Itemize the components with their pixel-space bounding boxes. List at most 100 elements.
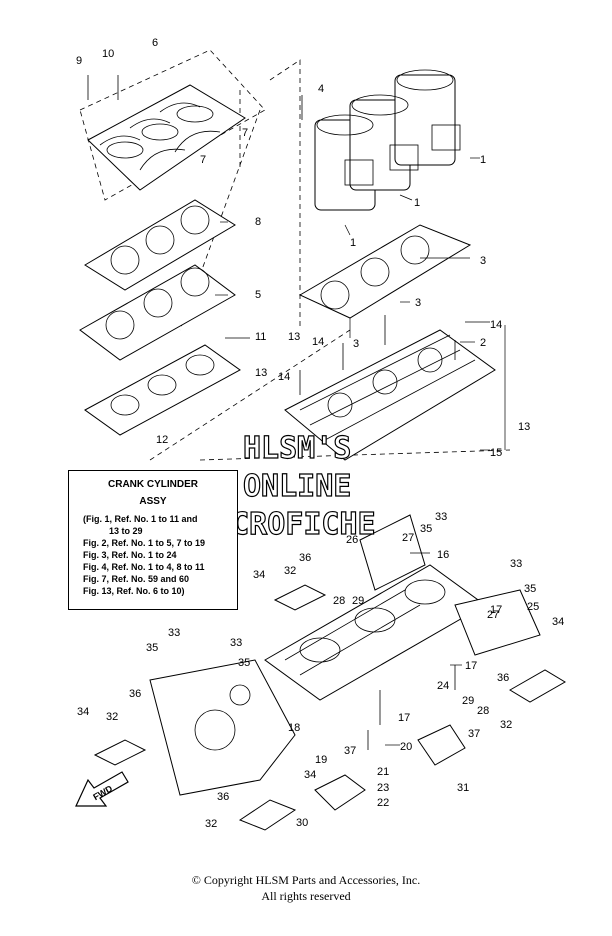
callout-label: 36 [299, 552, 311, 564]
callout-label: 32 [284, 565, 296, 577]
upper-crankcase [284, 329, 496, 461]
base-gasket [84, 344, 241, 436]
note-line: Fig. 7, Ref. No. 59 and 60 [83, 574, 190, 584]
callout-label: 36 [129, 688, 141, 700]
callout-label: 37 [468, 728, 480, 740]
callout-label: 20 [400, 741, 412, 753]
callout-label: 35 [146, 642, 158, 654]
callout-label: 33 [230, 637, 242, 649]
callout-label: 18 [288, 722, 300, 734]
exploded-parts-diagram: 1 1 1 2 3 3 3 4 5 6 7 7 8 9 10 11 12 13 … [76, 37, 566, 831]
note-line: 13 to 29 [109, 526, 143, 536]
callout-label: 14 [312, 336, 324, 348]
callout-label: 8 [255, 216, 261, 228]
main-assembly-outline [149, 329, 511, 461]
note-line: Fig. 2, Ref. No. 1 to 5, 7 to 19 [83, 538, 206, 548]
intake-manifold [359, 514, 426, 591]
callout-label: 35 [524, 583, 536, 595]
callout-label: 3 [415, 297, 421, 309]
callout-label: 17 [490, 604, 502, 616]
watermark-line-1: HLSM'S [243, 431, 351, 466]
cylinders [314, 69, 461, 211]
bolts [87, 75, 456, 750]
copyright-line-1: © Copyright HLSM Parts and Accessories, … [191, 873, 421, 887]
callout-label: 13 [518, 421, 530, 433]
cylinder-gaskets [298, 224, 472, 319]
callout-label: 34 [552, 616, 564, 628]
callout-label: 33 [435, 511, 447, 523]
engine-mounts [93, 584, 566, 831]
callout-label: 31 [457, 782, 469, 794]
callout-label: 1 [480, 154, 486, 166]
callout-label: 1 [414, 197, 420, 209]
crankcase-group-outline [269, 59, 506, 450]
callout-label: 28 [333, 595, 345, 607]
callout-label: 16 [437, 549, 449, 561]
leader-lines [215, 157, 490, 746]
callout-label: 1 [350, 237, 356, 249]
callout-label: 15 [490, 447, 502, 459]
callout-label: 27 [487, 609, 499, 621]
head-gasket-cover [84, 199, 236, 291]
cylinder-head-lower [79, 264, 236, 361]
assembly-note-box: CRANK CYLINDER ASSY (Fig. 1, Ref. No. 1 … [68, 470, 238, 610]
callout-label: 36 [217, 791, 229, 803]
damper-blocks [314, 724, 466, 811]
callout-label: 36 [497, 672, 509, 684]
callout-labels: 1 1 1 2 3 3 3 4 5 6 7 7 8 9 10 11 12 13 … [76, 37, 564, 830]
forward-arrow-icon: FWD [75, 771, 129, 807]
callout-label: 25 [527, 601, 539, 613]
callout-label: 27 [402, 532, 414, 544]
callout-label: 33 [168, 627, 180, 639]
side-bracket [454, 589, 541, 656]
callout-label: 30 [296, 817, 308, 829]
callout-label: 10 [102, 48, 114, 60]
callout-label: 35 [420, 523, 432, 535]
copyright-line-2: All rights reserved [261, 889, 351, 903]
callout-label: 13 [255, 367, 267, 379]
watermark-line-2: ONLINE [243, 469, 351, 504]
callout-label: 32 [106, 711, 118, 723]
callout-label: 6 [152, 37, 158, 49]
callout-label: 33 [510, 558, 522, 570]
note-subtitle: ASSY [139, 496, 167, 507]
callout-label: 29 [352, 595, 364, 607]
note-title: CRANK CYLINDER [108, 479, 198, 490]
callout-label: 17 [465, 660, 477, 672]
copyright-footer: © Copyright HLSM Parts and Accessories, … [0, 872, 612, 904]
note-line: Fig. 3, Ref. No. 1 to 24 [83, 550, 177, 560]
callout-label: 21 [377, 766, 389, 778]
callout-label: 7 [242, 127, 248, 139]
callout-label: 2 [480, 337, 486, 349]
callout-label: 32 [500, 719, 512, 731]
cylinder-head [87, 84, 246, 191]
callout-label: 13 [288, 331, 300, 343]
callout-label: 11 [255, 331, 266, 343]
note-line: Fig. 13, Ref. No. 6 to 10) [83, 586, 185, 596]
callout-label: 37 [344, 745, 356, 757]
callout-label: 34 [304, 769, 316, 781]
callout-label: 17 [398, 712, 410, 724]
callout-label: 12 [156, 434, 168, 446]
callout-label: 23 [377, 782, 389, 794]
callout-label: 34 [253, 569, 265, 581]
callout-label: 34 [77, 706, 89, 718]
callout-label: 7 [200, 154, 206, 166]
studs [299, 315, 456, 395]
callout-label: 28 [477, 705, 489, 717]
note-line: (Fig. 1, Ref. No. 1 to 11 and [83, 514, 198, 524]
callout-label: 14 [490, 319, 502, 331]
callout-label: 35 [238, 657, 250, 669]
callout-label: 22 [377, 797, 389, 809]
callout-label: 5 [255, 289, 261, 301]
callout-label: 3 [480, 255, 486, 267]
note-line: Fig. 4, Ref. No. 1 to 4, 8 to 11 [83, 562, 205, 572]
front-cover-housing [149, 659, 296, 796]
callout-label: 19 [315, 754, 327, 766]
callout-label: 24 [437, 680, 449, 692]
callout-label: 4 [318, 83, 324, 95]
callout-label: 26 [346, 534, 358, 546]
callout-label: 29 [462, 695, 474, 707]
callout-label: 3 [353, 338, 359, 350]
callout-label: 32 [205, 818, 217, 830]
